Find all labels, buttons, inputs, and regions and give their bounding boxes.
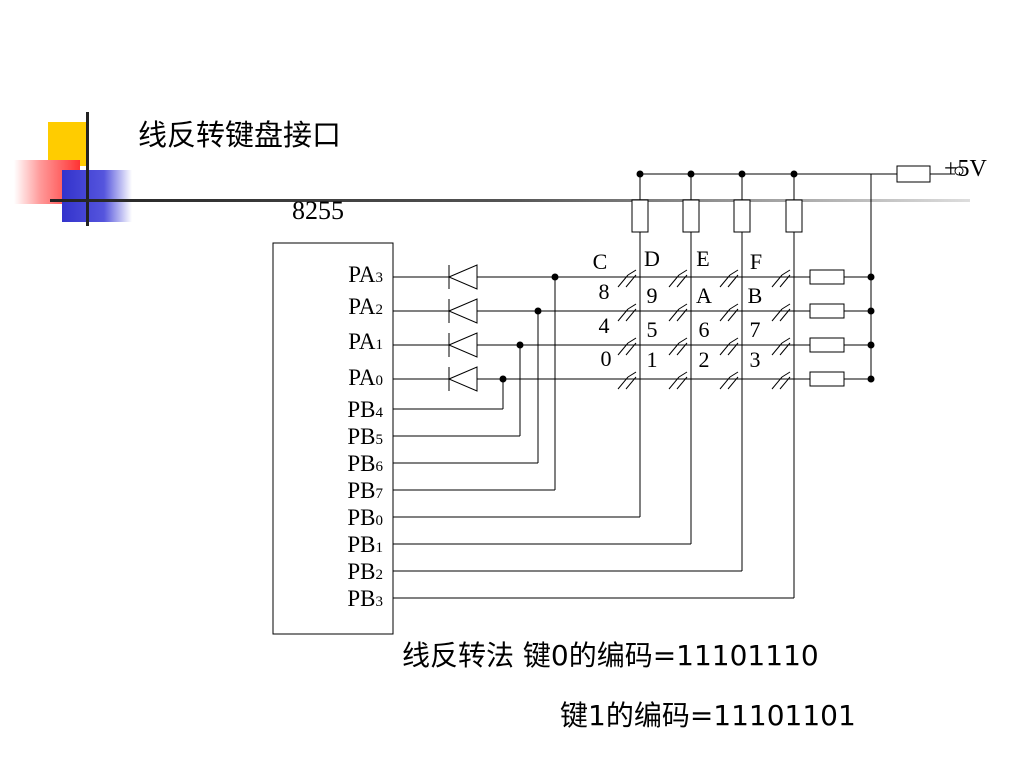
key-switch-0-a xyxy=(617,376,629,390)
row-resistor-2 xyxy=(809,337,845,353)
key-label-9: 9 xyxy=(647,283,658,308)
key-switch-1-a xyxy=(668,376,680,390)
row-junction-right-3 xyxy=(867,375,875,383)
row-resistor-0 xyxy=(809,269,845,285)
key-label-4: 4 xyxy=(599,313,610,338)
key-switch-5-b xyxy=(676,342,688,356)
key-switch-7-a xyxy=(771,342,783,356)
row-junction-right-2 xyxy=(867,341,875,349)
key-switch-5-a xyxy=(668,342,680,356)
pin-label-pb0: PB0 xyxy=(347,505,383,530)
diode-0 xyxy=(447,264,478,290)
logo-yellow-block xyxy=(48,122,88,166)
key-switch-2-a xyxy=(719,376,731,390)
key-switch-D-b xyxy=(676,274,688,288)
row-resistor-3 xyxy=(809,371,845,387)
key-switch-F-a xyxy=(771,274,783,288)
key-switch-B-b xyxy=(779,308,791,322)
pin-label-pa2: PA2 xyxy=(348,294,383,319)
key-switch-E-b xyxy=(727,274,739,288)
key-switch-1-b xyxy=(676,376,688,390)
key-switch-B-a xyxy=(771,308,783,322)
pin-label-pb1: PB1 xyxy=(347,532,383,557)
key-switch-A-a xyxy=(719,308,731,322)
key-label-7: 7 xyxy=(750,317,761,342)
power-label: +5V xyxy=(944,156,988,182)
key-switch-2-b xyxy=(727,376,739,390)
column-resistor-0 xyxy=(631,199,649,233)
key-switch-3-b xyxy=(779,376,791,390)
key-switch-A-b xyxy=(727,308,739,322)
key-switch-8-b xyxy=(625,308,637,322)
slide-title: 线反转键盘接口 xyxy=(138,118,342,152)
power-resistor xyxy=(896,165,931,183)
row-junction-right-1 xyxy=(867,307,875,315)
diode-2 xyxy=(447,332,478,358)
key-label-6: 6 xyxy=(699,317,710,342)
pin-label-pa1: PA1 xyxy=(348,329,383,354)
chip-name-label: 8255 xyxy=(292,196,344,225)
key-switch-9-b xyxy=(676,308,688,322)
pin-label-pb5: PB5 xyxy=(347,424,383,449)
caption-line-2: 键1的编码=11101101 xyxy=(560,699,856,732)
pin-label-pa3: PA3 xyxy=(348,262,383,287)
key-label-3: 3 xyxy=(750,347,761,372)
key-label-A: A xyxy=(696,283,712,308)
power-terminal xyxy=(954,166,964,176)
key-switch-F-b xyxy=(779,274,791,288)
row-junction-right-0 xyxy=(867,273,875,281)
key-switch-E-a xyxy=(719,274,731,288)
key-switch-C-a xyxy=(617,274,629,288)
key-switch-9-a xyxy=(668,308,680,322)
key-switch-C-b xyxy=(625,274,637,288)
key-switch-3-a xyxy=(771,376,783,390)
key-label-B: B xyxy=(748,283,763,308)
diode-1 xyxy=(447,298,478,324)
logo-blue-block xyxy=(62,170,132,222)
key-label-1: 1 xyxy=(647,347,658,372)
key-switch-6-a xyxy=(719,342,731,356)
key-switch-D-a xyxy=(668,274,680,288)
key-label-2: 2 xyxy=(699,347,710,372)
key-switch-4-a xyxy=(617,342,629,356)
key-label-0: 0 xyxy=(601,346,612,371)
chip-8255-box xyxy=(272,242,394,635)
column-resistor-1 xyxy=(682,199,700,233)
pin-label-pb6: PB6 xyxy=(347,451,383,476)
key-label-E: E xyxy=(696,246,709,271)
key-switch-4-b xyxy=(625,342,637,356)
key-label-D: D xyxy=(644,246,660,271)
diode-3 xyxy=(447,366,478,392)
logo-horizontal-rule xyxy=(50,199,970,202)
pin-label-pb2: PB2 xyxy=(347,559,383,584)
key-switch-8-a xyxy=(617,308,629,322)
logo-vertical-bar xyxy=(86,112,89,226)
pin-label-pa0: PA0 xyxy=(348,365,383,390)
key-switch-7-b xyxy=(779,342,791,356)
pin-label-pb4: PB4 xyxy=(347,397,383,422)
key-label-C: C xyxy=(593,249,608,274)
pin-label-pb7: PB7 xyxy=(347,478,383,503)
key-switch-0-b xyxy=(625,376,637,390)
key-label-F: F xyxy=(750,249,762,274)
column-resistor-2 xyxy=(733,199,751,233)
caption-line-1: 线反转法 键0的编码=11101110 xyxy=(402,639,819,672)
column-resistor-3 xyxy=(785,199,803,233)
key-label-8: 8 xyxy=(599,279,610,304)
row-resistor-1 xyxy=(809,303,845,319)
key-switch-6-b xyxy=(727,342,739,356)
key-label-5: 5 xyxy=(647,317,658,342)
pin-label-pb3: PB3 xyxy=(347,586,383,611)
